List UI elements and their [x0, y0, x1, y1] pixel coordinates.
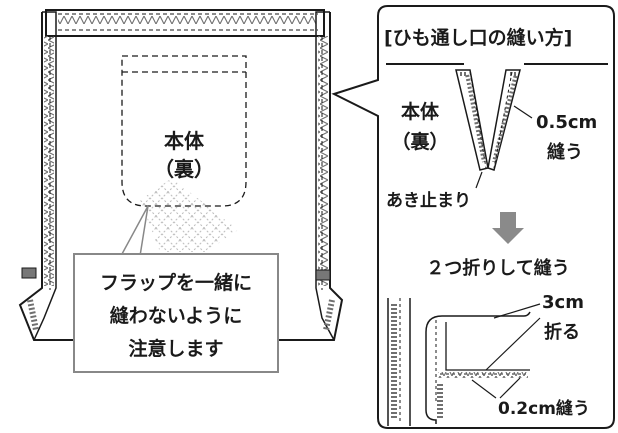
flap-note-box — [73, 253, 279, 373]
fold-width-label: 3cm — [542, 292, 584, 313]
callout-bubble — [331, 5, 615, 429]
body-label-line2: （裏） — [154, 157, 214, 181]
seam-action-label: 縫う — [547, 141, 583, 163]
stitch-width-label: 0.2cm縫う — [498, 398, 590, 419]
flap-note-line2: 縫わないように — [110, 304, 243, 327]
flap-outline — [121, 55, 247, 207]
stop-point-label: あき止まり — [386, 190, 471, 211]
bag-illustration: 本体 （裏） フラップを一緒に 縫わないように 注意します — [18, 9, 344, 373]
flap-note-line1: フラップを一緒に — [100, 271, 252, 294]
left-stop-marker — [21, 267, 37, 279]
callout-panel: [ひも通し口の縫い方] 本体 （裏） 0.5cm 縫う あき止まり ２つ折りして… — [331, 5, 615, 429]
fold-action-label: 折る — [544, 321, 580, 343]
right-stop-marker — [315, 269, 331, 281]
flap-note-line3: 注意します — [128, 337, 223, 360]
folded-casing — [425, 311, 531, 424]
callout-body-label-line1: 本体 — [401, 100, 440, 123]
body-label-line1: 本体 — [164, 129, 205, 153]
callout-body-label-line2: （裏） — [391, 130, 448, 153]
step2-caption: ２つ折りして縫う — [426, 257, 569, 279]
flap-hatch-area — [140, 178, 238, 252]
seam-width-label: 0.5cm — [536, 112, 597, 133]
callout-title: [ひも通し口の縫い方] — [384, 26, 572, 49]
down-arrow-icon — [492, 212, 524, 244]
